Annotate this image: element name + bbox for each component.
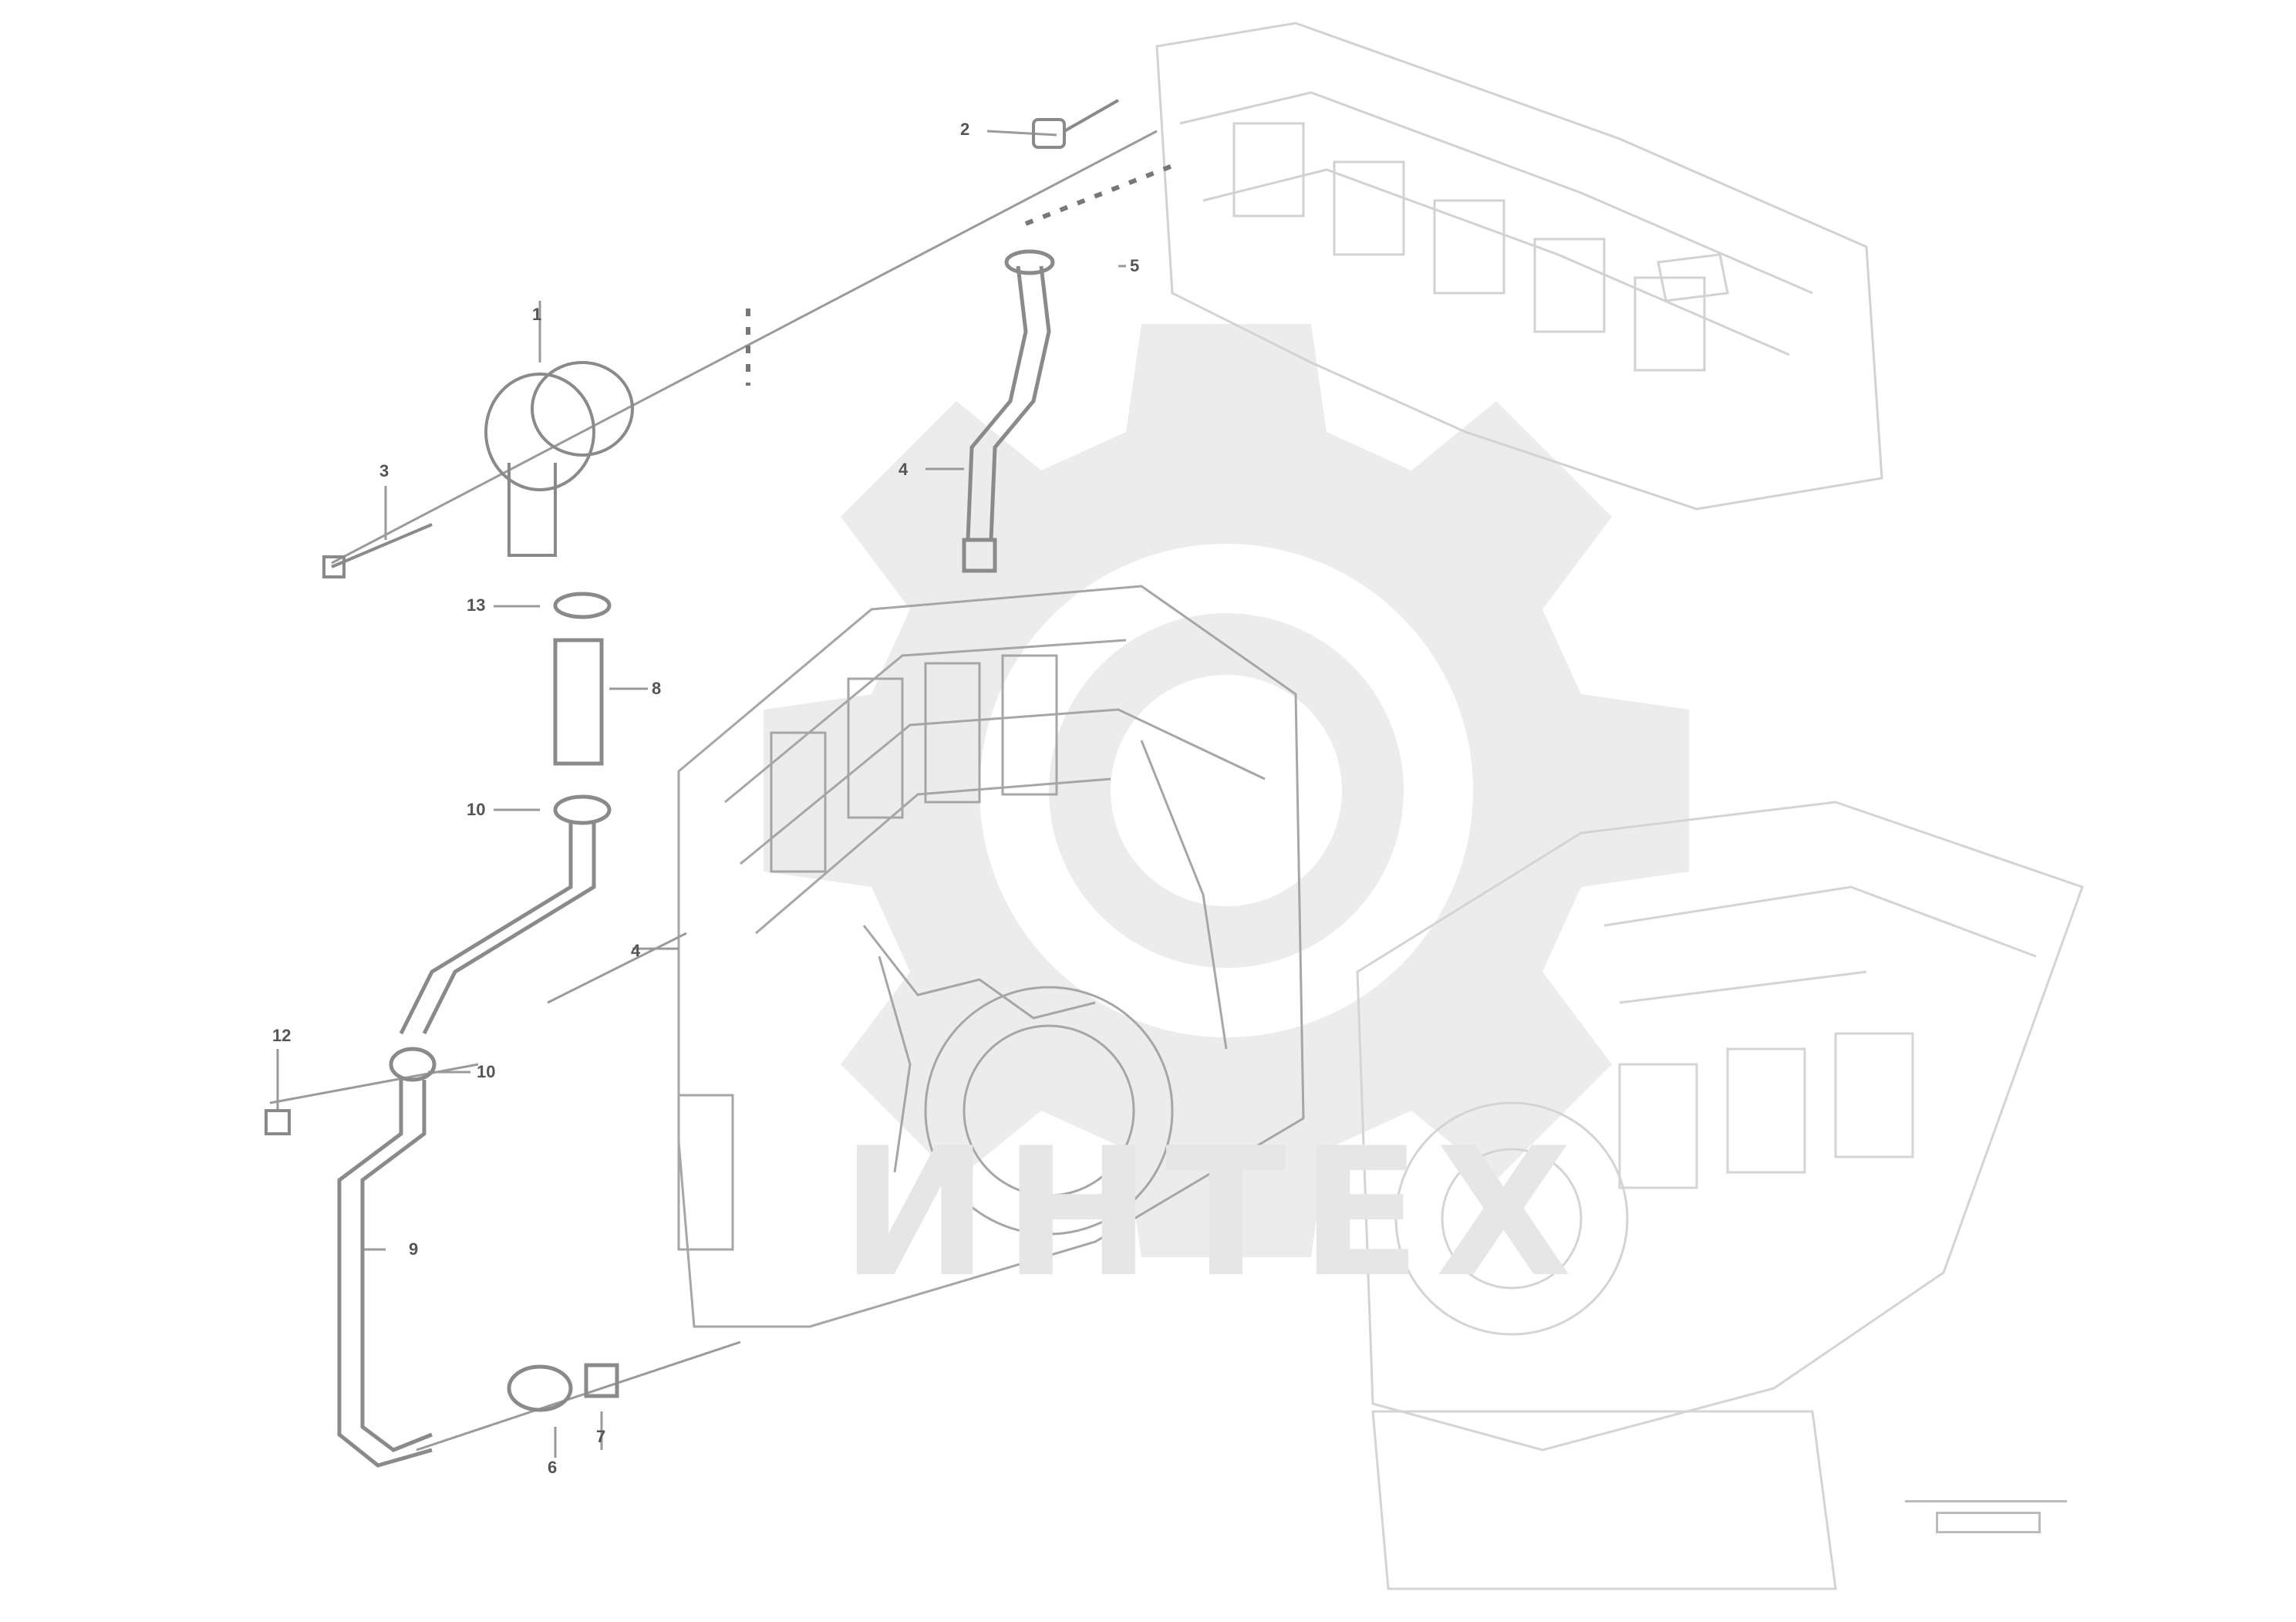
callout-10: 10	[467, 800, 486, 819]
callout-6: 6	[548, 1458, 558, 1477]
callout-13: 13	[467, 595, 486, 615]
callout-4-upper: 4	[899, 460, 909, 479]
dashed-leader	[746, 164, 1174, 386]
callout-10b: 10	[477, 1062, 496, 1081]
callout-12: 12	[272, 1026, 292, 1045]
callout-8: 8	[652, 679, 662, 698]
oil-filler-1	[484, 361, 634, 557]
callout-9: 9	[409, 1239, 419, 1259]
callout-3: 3	[379, 461, 389, 481]
engine-assembly	[677, 585, 1305, 1328]
bolt-12	[265, 1109, 291, 1135]
reference-lines	[269, 130, 1158, 1458]
hose-8	[399, 592, 612, 1035]
bolt-3	[322, 523, 433, 578]
engine-block-bottom-right	[1356, 801, 2084, 1590]
callout-7: 7	[596, 1427, 606, 1446]
reference-code-line	[1936, 1512, 2041, 1533]
callout-5-top: 5	[1130, 256, 1140, 275]
reference-code-box	[1905, 1500, 2067, 1533]
engine-block-top-right	[1155, 22, 1883, 511]
pipe-4-upper	[962, 249, 1055, 573]
reference-line	[1905, 1500, 2067, 1502]
callout-4-mid: 4	[631, 941, 641, 960]
pipe-5-lower	[337, 1047, 619, 1468]
callout-1: 1	[532, 305, 542, 324]
watermark-text: ИНТЕХ	[841, 1111, 1586, 1317]
callout-2: 2	[960, 120, 970, 139]
bolt-2	[1032, 99, 1119, 149]
